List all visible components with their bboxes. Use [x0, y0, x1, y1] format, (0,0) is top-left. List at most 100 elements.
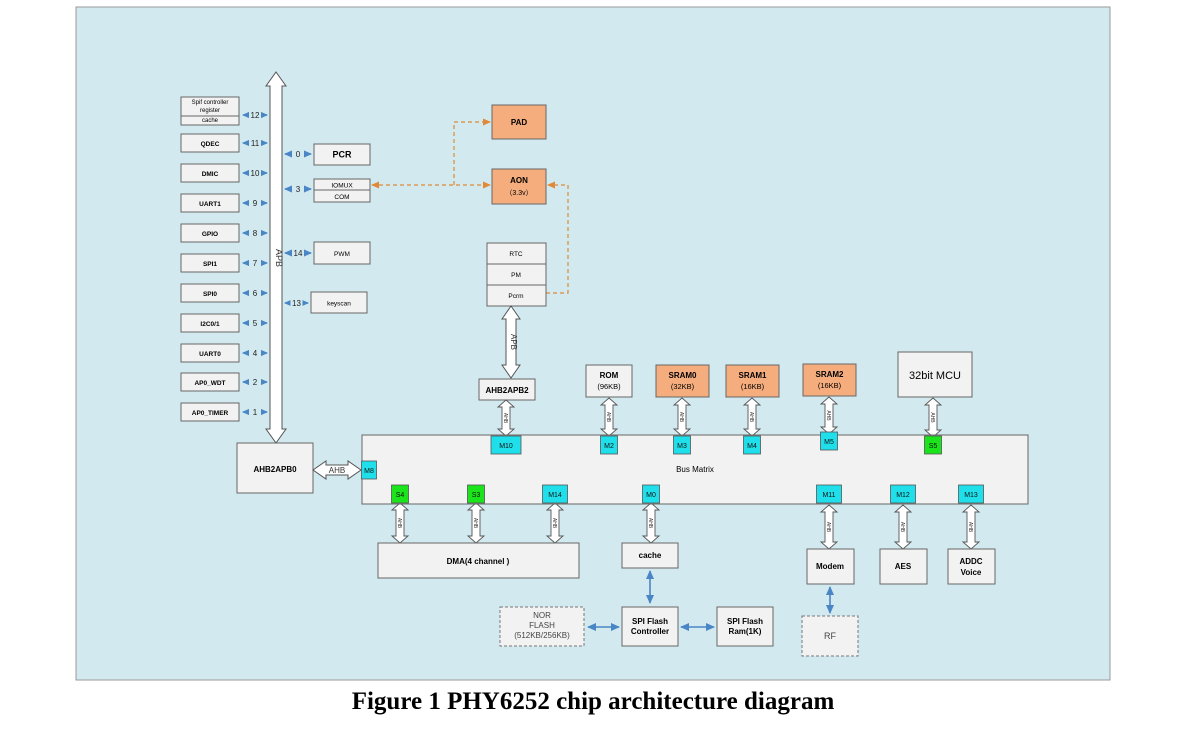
- port-M8: M8: [361, 460, 377, 480]
- apb-device-label: DMIC: [202, 171, 219, 178]
- iomux-label: IOMUX: [331, 183, 353, 190]
- nor-flash-line1: NOR: [533, 611, 551, 620]
- apb-port-number: 10: [251, 169, 260, 178]
- iomux-sub-label: COM: [334, 194, 349, 201]
- apb-device-qdec: QDEC 11: [180, 133, 268, 153]
- port-M12: M12: [890, 484, 916, 504]
- apb-device-label: SPI1: [203, 261, 217, 268]
- ahb2apb2-link: APB: [501, 305, 521, 379]
- ahb-link-label: AHB: [329, 466, 345, 475]
- ahb-connector-label: AHB: [825, 522, 831, 533]
- spif-line2: register: [200, 108, 220, 114]
- apb-device-label: PCR: [332, 150, 352, 160]
- port-label: M13: [964, 492, 978, 499]
- aon-stack-cell: [486, 284, 547, 307]
- apb-port-bg: [249, 318, 261, 328]
- addc-line2: Voice: [961, 568, 982, 577]
- apb-port-bg: [249, 198, 261, 208]
- port-M0: M0: [642, 484, 660, 504]
- port-M2: M2: [600, 435, 618, 455]
- ahb-connector-label: AHB: [605, 412, 611, 423]
- apb-port-bg: [292, 184, 304, 194]
- apb-port-bg: [290, 298, 303, 308]
- port-label: S5: [929, 443, 938, 450]
- nor-flash-line2: FLASH: [529, 621, 555, 630]
- aon-block: AON （3.3v）: [491, 168, 547, 205]
- port-label: M11: [822, 492, 835, 499]
- apb-port-number: 6: [253, 289, 258, 298]
- port-M10: M10: [490, 435, 522, 455]
- apb-device-label: UART0: [199, 351, 221, 358]
- port-S5: S5: [924, 435, 942, 455]
- apb-port-number: 9: [253, 199, 258, 208]
- ahb-connector-label: AHB: [967, 522, 973, 533]
- sram2-label: SRAM2: [815, 370, 844, 379]
- rf-label: RF: [824, 631, 836, 641]
- addc-block: ADDC Voice: [947, 548, 996, 585]
- spi-flash-controller-line1: SPI Flash: [632, 617, 668, 626]
- apb-port-bg: [249, 377, 261, 387]
- apb-port-number: 7: [253, 259, 258, 268]
- apb-port-number: 3: [296, 185, 301, 194]
- apb-port-number: 11: [251, 139, 260, 148]
- ahb2apb0-label: AHB2APB0: [253, 465, 297, 474]
- ahb-connector-label: AHB: [647, 518, 653, 529]
- port-label: M14: [548, 492, 562, 499]
- apb-port-number: 2: [253, 378, 258, 387]
- top-modules: ROM(96KB)SRAM0(32KB)SRAM1(16KB)SRAM2(16K…: [585, 351, 973, 398]
- ahb-connector-label: AHB: [825, 410, 831, 421]
- apb-device-label: keyscan: [327, 301, 351, 308]
- apb-port-bg: [249, 110, 261, 120]
- port-label: M12: [896, 492, 910, 499]
- apb-port-number: 5: [253, 319, 258, 328]
- ahb-connector-label: AHB: [551, 518, 557, 529]
- sram1-label: SRAM1: [738, 371, 767, 380]
- pad-block: PAD: [491, 104, 547, 140]
- sram1-block: SRAM1(16KB): [725, 364, 780, 398]
- ahb-connector-label: AHB: [899, 522, 905, 533]
- cache-label: cache: [639, 551, 662, 560]
- aon-links: [371, 118, 569, 294]
- rf-block: RF: [801, 615, 859, 657]
- ahb-connector-label: AHB: [472, 518, 478, 529]
- aon-voltage: （3.3v）: [505, 189, 532, 197]
- apb-port-number: 13: [292, 299, 301, 308]
- apb-port-number: 4: [253, 349, 258, 358]
- apb-device-label: PWM: [334, 251, 350, 258]
- sram0-block: SRAM0(32KB): [655, 364, 710, 398]
- mcu-block: 32bit MCU: [897, 351, 973, 398]
- rom-size: (96KB): [597, 382, 621, 391]
- apb-port-number: 12: [251, 111, 260, 120]
- port-label: M0: [646, 492, 656, 499]
- nor-flash-line3: (512KB/256KB): [514, 631, 570, 640]
- apb-device-label: GPIO: [202, 231, 218, 238]
- apb-device-iomux: IOMUX COM 3: [284, 178, 371, 203]
- port-M13: M13: [958, 484, 984, 504]
- apb-device-label: QDEC: [201, 141, 220, 148]
- ahb2apb2-block: AHB2APB2: [478, 378, 536, 401]
- aes-block: AES: [879, 548, 928, 585]
- apb-port-bg: [249, 258, 261, 268]
- ahb2apb0-link: AHB: [312, 460, 362, 480]
- bus-matrix-label: Bus Matrix: [676, 465, 714, 474]
- spi-flash-ram-line2: Ram(1K): [729, 627, 762, 636]
- addc-line1: ADDC: [959, 557, 982, 566]
- port-M3: M3: [673, 435, 691, 455]
- apb-port-bg: [249, 138, 261, 148]
- ahb-connector-label: AHB: [929, 412, 935, 423]
- apb-port-number: 0: [296, 150, 301, 159]
- apb-port-number: 1: [253, 408, 258, 417]
- apb-device-pcr: PCR 0: [284, 143, 371, 166]
- spi-flash-controller-line2: Controller: [631, 627, 669, 636]
- apb-device-label: UART1: [199, 201, 221, 208]
- rom-label: ROM: [600, 371, 619, 380]
- modem-block: Modem: [806, 548, 855, 585]
- spif-line1: Spif controller: [192, 100, 229, 106]
